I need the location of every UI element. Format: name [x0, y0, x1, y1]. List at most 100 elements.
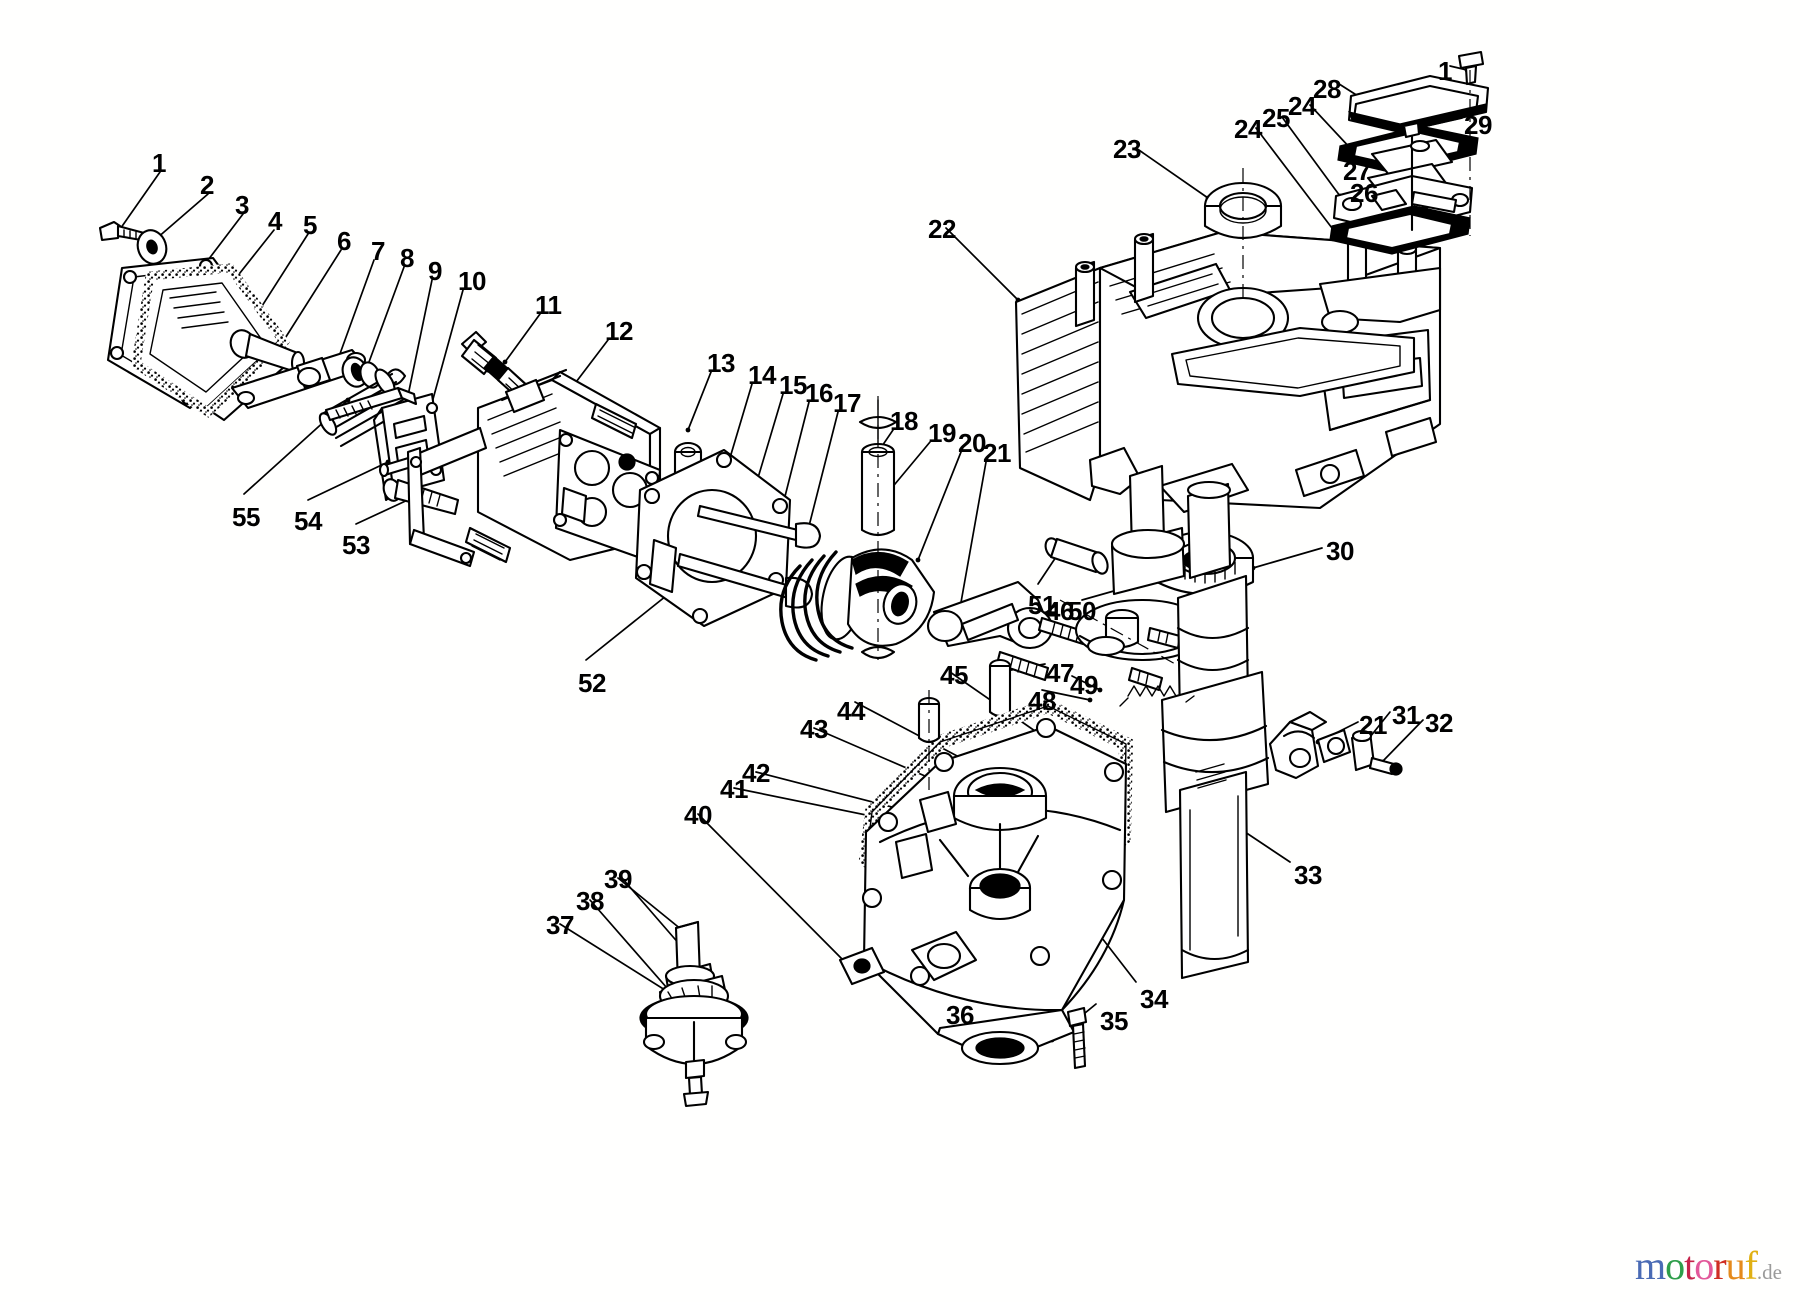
retaining-clip-lower [860, 645, 896, 660]
screw-part-1-breather [1457, 50, 1485, 86]
callout-number-28: 28 [1313, 74, 1341, 104]
watermark-tld: .de [1756, 1260, 1782, 1284]
callout-number-34: 34 [1140, 984, 1168, 1014]
leader-line-9 [404, 279, 433, 411]
pins-47-48-49 [988, 658, 1012, 718]
callout-number-41: 41 [720, 774, 748, 804]
callout-number-5: 5 [303, 210, 317, 240]
callout-number-43: 43 [800, 714, 828, 744]
oil-seal-part-23 [1203, 168, 1283, 300]
callout-number-27: 27 [1343, 156, 1371, 186]
leader-line-1 [117, 171, 161, 233]
callout-number-20: 20 [958, 428, 986, 458]
callout-number-36: 36 [946, 1000, 974, 1030]
callout-number-35: 35 [1100, 1006, 1128, 1036]
callout-number-45: 45 [940, 660, 968, 690]
callout-number-19: 19 [928, 418, 956, 448]
callout-number-3: 3 [235, 190, 249, 220]
callout-number-53: 53 [342, 530, 370, 560]
callout-number-16: 16 [805, 378, 833, 408]
bolt-part-35 [1066, 1006, 1088, 1070]
callout-number-21b: 21 [1359, 710, 1387, 740]
spring-part-32 [1350, 729, 1403, 776]
leader-line-28 [1335, 81, 1359, 97]
rocker-arm-part-6 [230, 348, 370, 410]
screw-part-1 [98, 220, 150, 243]
valve-part-15 [696, 504, 822, 549]
oil-pump-assembly [639, 920, 749, 1108]
cover-gasket-texture [131, 263, 291, 418]
leader-tip-13 [685, 427, 691, 433]
valve-spring-retainer-part-7 [341, 356, 381, 389]
callout-number-15: 15 [779, 370, 807, 400]
callout-number-13: 13 [707, 348, 735, 378]
leader-line-48 [1041, 689, 1091, 701]
callout-number-9: 9 [428, 256, 442, 286]
callout-number-10: 10 [458, 266, 486, 296]
callout-number-51: 51 [1028, 590, 1056, 620]
breather-assembly [1329, 50, 1490, 255]
dowel-pin-part-51 [1044, 537, 1109, 575]
callout-number-32: 32 [1425, 708, 1453, 738]
watermark-letter-2: t [1684, 1243, 1695, 1288]
leader-line-21 [959, 461, 987, 609]
callout-number-24: 24 [1234, 114, 1262, 144]
callout-number-50: 50 [1068, 596, 1096, 626]
callout-number-24b: 24 [1288, 91, 1316, 121]
leader-tip-20 [915, 557, 921, 563]
callout-number-52: 52 [578, 668, 606, 698]
callout-number-21: 21 [983, 438, 1011, 468]
leader-line-17 [807, 411, 839, 531]
callout-number-48: 48 [1028, 686, 1056, 716]
callout-number-23: 23 [1113, 134, 1141, 164]
leader-tip-11 [502, 359, 508, 365]
callout-number-7: 7 [371, 236, 385, 266]
callout-number-37: 37 [546, 910, 574, 940]
watermark-letter-0: m [1635, 1243, 1666, 1288]
callout-number-30: 30 [1326, 536, 1354, 566]
valve-cover-assembly [98, 220, 545, 516]
watermark-letter-1: o [1665, 1243, 1685, 1288]
callout-number-14: 14 [748, 360, 776, 390]
leader-line-1b [1449, 65, 1468, 71]
leader-line-24 [1255, 127, 1336, 233]
governor-lever-part-31 [1268, 710, 1352, 780]
screw-part-1-pump [682, 1058, 710, 1108]
callout-number-17: 17 [833, 388, 861, 418]
callout-number-8: 8 [400, 243, 414, 273]
crankcase-cover-assembly [838, 690, 1134, 1070]
callout-number-11: 11 [535, 290, 562, 320]
leader-line-13 [687, 371, 712, 431]
callout-number-55: 55 [232, 502, 260, 532]
callout-number-39: 39 [604, 864, 632, 894]
callout-number-29: 29 [1464, 110, 1492, 140]
leader-tip-48 [1087, 697, 1093, 703]
leader-line-24b [1309, 104, 1353, 151]
callout-number-22: 22 [928, 214, 956, 244]
callout-number-1b: 1 [1438, 56, 1452, 86]
crankcase-cover-part-42 [838, 717, 1128, 1066]
engine-block-assembly [988, 50, 1490, 980]
callout-number-1: 1 [152, 148, 166, 178]
callout-number-2: 2 [200, 170, 214, 200]
callout-number-25: 25 [1262, 103, 1290, 133]
leader-line-25 [1281, 116, 1341, 197]
governor-spring [1119, 685, 1195, 707]
callout-number-54: 54 [294, 506, 322, 536]
leader-line-11 [504, 313, 541, 363]
callout-number-44: 44 [837, 696, 865, 726]
callout-number-38: 38 [576, 886, 604, 916]
site-watermark: motoruf.de [1635, 1246, 1782, 1286]
leader-line-20 [917, 451, 962, 561]
callout-number-46: 46 [1046, 596, 1074, 626]
callout-number-49: 49 [1070, 670, 1098, 700]
callout-number-18: 18 [890, 406, 918, 436]
watermark-letter-4: r [1713, 1243, 1726, 1288]
leader-line-53 [355, 497, 413, 525]
callout-number-42: 42 [742, 758, 770, 788]
leader-line-10 [429, 289, 464, 411]
governor-link-part-55 [324, 386, 418, 422]
pump-housing-part-37 [639, 994, 749, 1092]
cylinder-block-part-22 [1014, 230, 1442, 514]
